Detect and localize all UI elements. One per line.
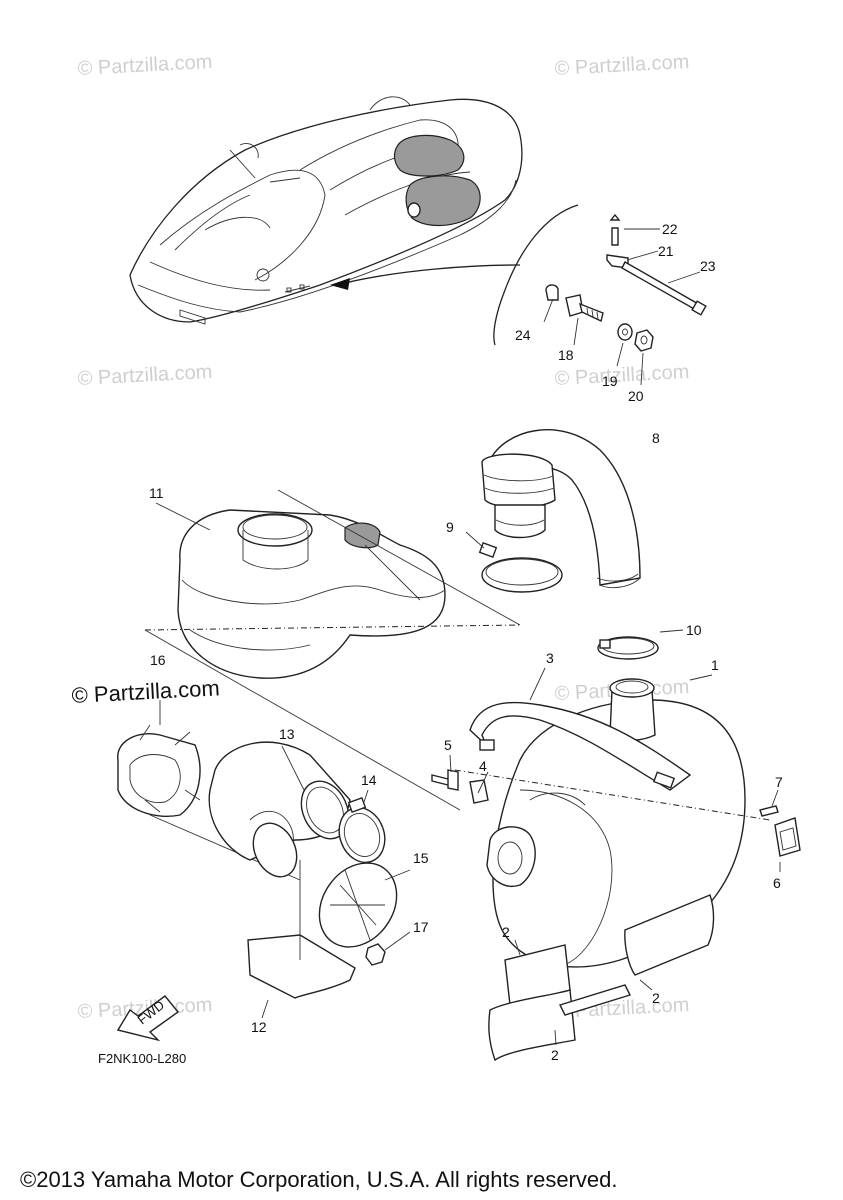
callout-7: 7 [775, 774, 783, 790]
callout-17: 17 [413, 919, 429, 935]
callout-20: 20 [628, 388, 644, 404]
callout-15: 15 [413, 850, 429, 866]
part-10-clamp [597, 629, 684, 660]
callout-4: 4 [479, 758, 487, 774]
part-16-flange [117, 700, 301, 881]
callout-22: 22 [662, 221, 678, 237]
part-14-clamp [338, 789, 386, 864]
diagram-code: F2NK100-L280 [98, 1051, 186, 1066]
callout-13: 13 [279, 726, 295, 742]
watermark-strong: © Partzilla.com [71, 675, 220, 708]
callouts: 1 2 2 2 2 3 4 5 6 7 8 9 10 11 12 13 14 1… [149, 221, 783, 1063]
watercraft-illustration [129, 96, 523, 325]
callout-10: 10 [686, 622, 702, 638]
callout-2: 2 [551, 1047, 559, 1063]
callout-1: 1 [711, 657, 719, 673]
callout-14: 14 [361, 772, 377, 788]
callout-9: 9 [446, 519, 454, 535]
watermark: © Partzilla.com [77, 51, 213, 80]
part-2-heat-shields [488, 894, 715, 1062]
watermarks: © Partzilla.com © Partzilla.com © Partzi… [71, 51, 690, 1023]
callout-21: 21 [658, 243, 674, 259]
watermark: © Partzilla.com [77, 361, 213, 390]
small-parts-group [543, 213, 707, 386]
part-11-resonator [144, 489, 521, 811]
callout-3: 3 [546, 650, 554, 666]
callout-16: 16 [150, 652, 166, 668]
callout-23: 23 [700, 258, 716, 274]
callout-18: 18 [558, 347, 574, 363]
watermark: © Partzilla.com [554, 51, 690, 80]
part-3-strap [469, 667, 692, 791]
part-9-clamp [465, 531, 563, 593]
callout-5: 5 [444, 737, 452, 753]
callout-12: 12 [251, 1019, 267, 1035]
callout-24: 24 [515, 327, 531, 343]
callout-8: 8 [652, 430, 660, 446]
watermark: © Partzilla.com [554, 361, 690, 390]
detail-pointer [330, 204, 579, 346]
part-15-plate [318, 862, 411, 948]
callout-2: 2 [502, 924, 510, 940]
callout-2: 2 [652, 990, 660, 1006]
copyright-text: ©2013 Yamaha Motor Corporation, U.S.A. A… [20, 1167, 617, 1192]
part-12-pad [247, 860, 356, 1019]
callout-11: 11 [149, 485, 164, 501]
callout-19: 19 [602, 373, 618, 389]
callout-6: 6 [773, 875, 781, 891]
parts-4-7-hardware [431, 754, 801, 872]
part-13-duct [208, 741, 351, 878]
part-17-nut [365, 931, 411, 966]
part-8-intake-pipe [481, 429, 641, 589]
